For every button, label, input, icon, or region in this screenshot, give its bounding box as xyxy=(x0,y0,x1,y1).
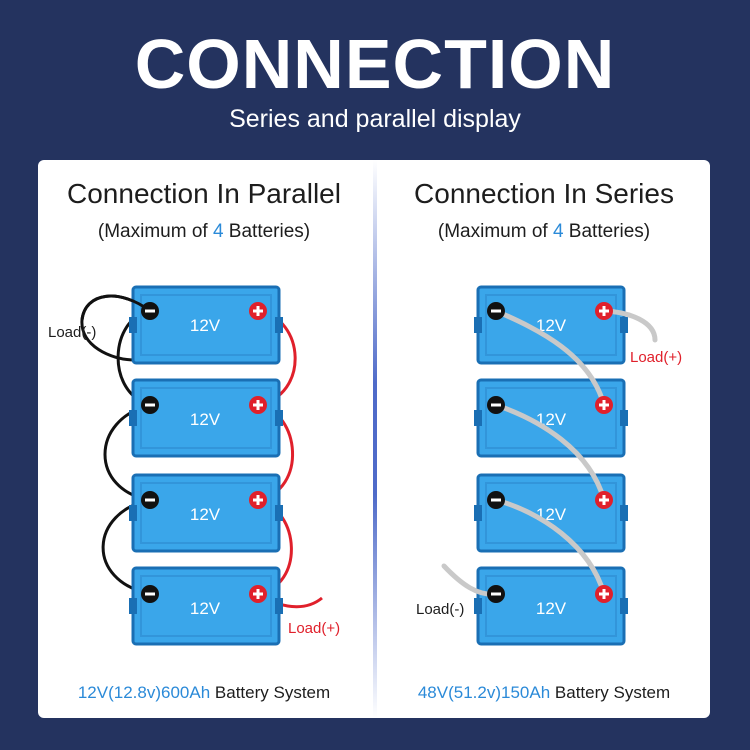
series-system-spec: 48V(51.2v)150Ah Battery System xyxy=(376,682,712,704)
series-battery-label-1: 12V xyxy=(536,316,567,335)
parallel-load-neg-label: Load(-) xyxy=(48,324,96,341)
parallel-spec-suffix: Battery System xyxy=(210,683,331,702)
series-load-neg-label: Load(-) xyxy=(416,601,464,618)
parallel-system-spec: 12V(12.8v)600Ah Battery System xyxy=(36,682,372,704)
series-max-note: (Maximum of 4 Batteries) xyxy=(376,220,712,244)
parallel-pos-terminal-1 xyxy=(249,302,267,320)
series-load-pos-label: Load(+) xyxy=(630,349,682,366)
parallel-battery-label-3: 12V xyxy=(190,505,221,524)
parallel-battery-label-2: 12V xyxy=(190,410,221,429)
series-wire-1-2 xyxy=(493,308,607,408)
parallel-neg-terminal-3 xyxy=(141,491,159,509)
series-battery-label-4: 12V xyxy=(536,599,567,618)
parallel-neg-terminal-4 xyxy=(141,585,159,603)
parallel-spec-value: 12V(12.8v)600Ah xyxy=(77,683,211,702)
parallel-title: Connection In Parallel xyxy=(67,178,341,209)
parallel-pos-terminal-4 xyxy=(249,585,267,603)
series-max-suffix: Batteries) xyxy=(563,221,651,242)
parallel-neg-wire-top xyxy=(80,294,151,321)
parallel-diagram: 12V 12V 12V 12V Load(-) Load(+) xyxy=(48,285,340,646)
parallel-load-pos-label: Load(+) xyxy=(288,620,340,637)
parallel-max-count: 4 xyxy=(212,221,224,242)
series-pos-terminal-3 xyxy=(595,491,613,509)
parallel-max-prefix: (Maximum of xyxy=(97,221,213,242)
series-pos-terminal-1 xyxy=(595,302,613,320)
panel-divider xyxy=(373,160,377,718)
series-spec-suffix: Battery System xyxy=(550,683,671,702)
page-title: CONNECTION xyxy=(134,25,616,103)
series-title: Connection In Series xyxy=(414,178,674,209)
parallel-battery-label-4: 12V xyxy=(190,599,221,618)
parallel-neg-terminal-1 xyxy=(141,302,159,320)
series-neg-terminal-4 xyxy=(487,585,505,603)
series-wire-2-3 xyxy=(493,402,607,503)
series-spec-value: 48V(51.2v)150Ah xyxy=(417,683,551,702)
parallel-battery-label-1: 12V xyxy=(190,316,221,335)
series-diagram: 12V 12V 12V 12V Load(+) Load(-) xyxy=(416,285,682,646)
parallel-pos-terminal-2 xyxy=(249,396,267,414)
series-max-count: 4 xyxy=(552,221,564,242)
series-wire-3-4 xyxy=(493,497,607,597)
series-neg-terminal-3 xyxy=(487,491,505,509)
series-max-prefix: (Maximum of xyxy=(437,221,553,242)
series-neg-terminal-1 xyxy=(487,302,505,320)
series-neg-terminal-2 xyxy=(487,396,505,414)
parallel-max-note: (Maximum of 4 Batteries) xyxy=(36,220,372,244)
series-pos-terminal-2 xyxy=(595,396,613,414)
parallel-neg-terminal-2 xyxy=(141,396,159,414)
parallel-max-suffix: Batteries) xyxy=(223,221,311,242)
header: CONNECTION Series and parallel display xyxy=(0,0,750,150)
parallel-pos-terminal-3 xyxy=(249,491,267,509)
page-subtitle: Series and parallel display xyxy=(229,105,521,133)
series-pos-terminal-4 xyxy=(595,585,613,603)
